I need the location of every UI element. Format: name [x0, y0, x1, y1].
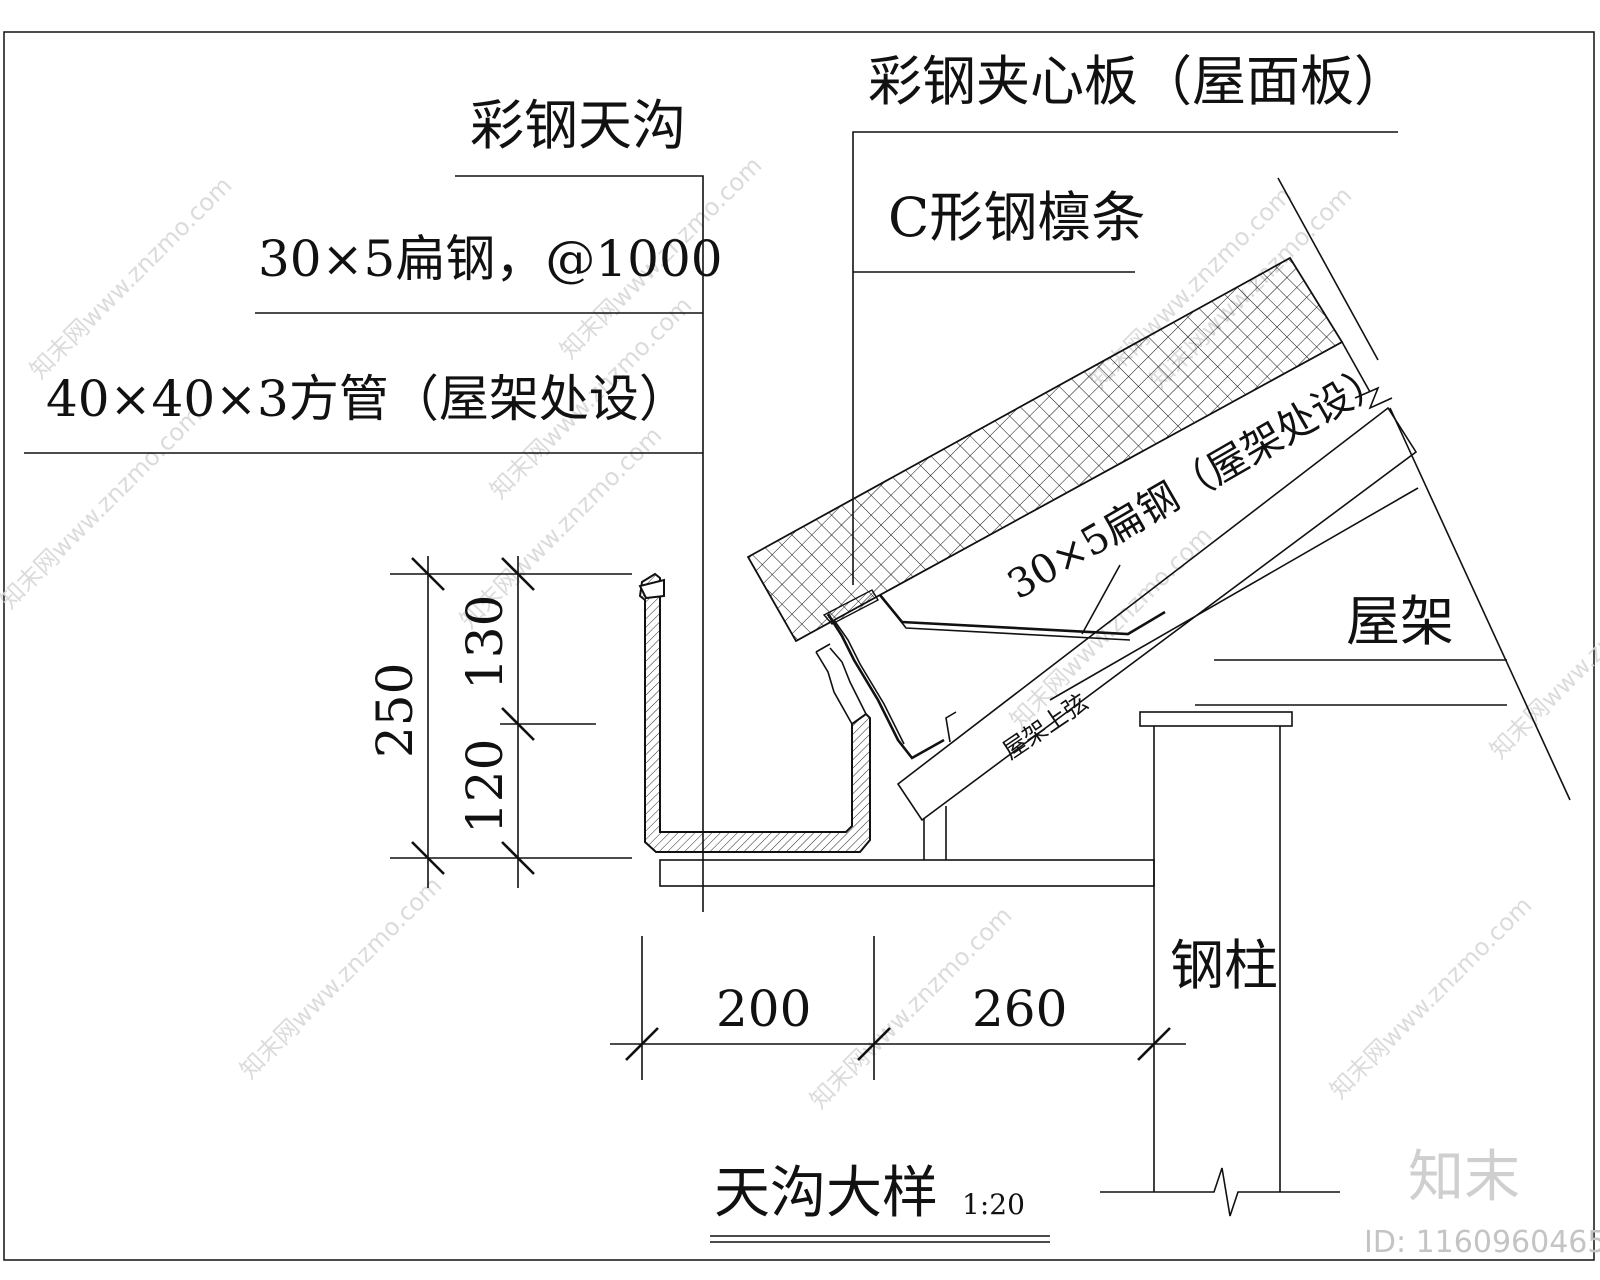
- label-gutter: 彩钢天沟: [470, 94, 686, 157]
- horizontal-dimensions: [610, 936, 1186, 1080]
- watermark-text: 知末网www.znzmo.com: [1324, 891, 1537, 1104]
- dim-offset-width: 260: [972, 980, 1067, 1038]
- label-steel-column: 钢柱: [1170, 934, 1278, 997]
- sandwich-panel: [746, 177, 1393, 643]
- left-leader-lines: [24, 175, 704, 912]
- dim-lower-height: 120: [456, 739, 514, 834]
- watermark-text: 知末网www.znzmo.com: [1484, 551, 1600, 764]
- gutter-profile: [638, 572, 871, 853]
- right-leader-lines: [852, 131, 1398, 585]
- watermark-text: 知末网www.znzmo.com: [24, 171, 237, 384]
- watermark-text: 知末网www.znzmo.com: [0, 401, 207, 614]
- label-roof-truss: 屋架: [1346, 590, 1454, 653]
- title-scale: 1:20: [962, 1188, 1025, 1221]
- watermark-text: 知末网www.znzmo.com: [234, 871, 447, 1084]
- label-flat-steel: 30×5扁钢，@1000: [258, 230, 723, 288]
- brand-logo: 知末: [1408, 1145, 1520, 1210]
- label-sandwich-panel: 彩钢夹心板（屋面板）: [868, 50, 1408, 113]
- dim-gutter-width: 200: [716, 980, 811, 1038]
- drawing-title: 天沟大样 1:20: [710, 1161, 1050, 1243]
- dim-total-height: 250: [366, 663, 424, 758]
- drawing-frame: [3, 31, 1595, 1261]
- image-id: ID: 1160960465: [1364, 1225, 1600, 1260]
- vertical-dimensions: [390, 556, 632, 888]
- steel-column: [1100, 711, 1340, 1217]
- c-purlin: [822, 589, 957, 760]
- flat-steel-strap: [878, 564, 1166, 641]
- dim-upper-height: 130: [456, 595, 514, 690]
- label-square-tube: 40×40×3方管（屋架处设）: [46, 370, 689, 428]
- roof-truss: [896, 406, 1571, 822]
- title-text: 天沟大样: [714, 1161, 938, 1226]
- label-c-purlin: C形钢檩条: [888, 186, 1145, 249]
